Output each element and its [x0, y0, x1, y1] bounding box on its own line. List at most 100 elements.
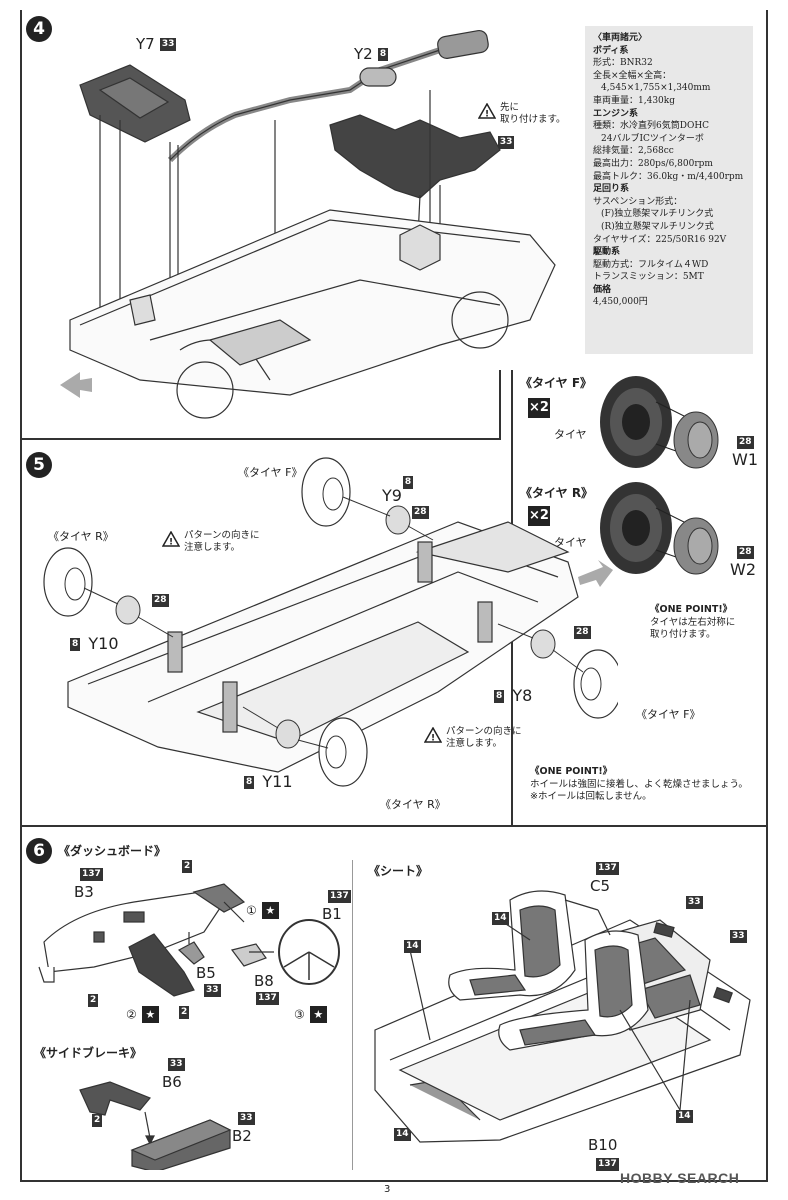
wheel-y10-code: 28	[152, 594, 169, 607]
star-icon: ★	[309, 1006, 327, 1023]
wheel-w2-code: 28	[737, 546, 754, 559]
wheel-w1-label: W1	[732, 450, 758, 469]
specs-line: 最高出力：280ps/6,800rpm	[593, 158, 713, 169]
tire-front-title: 《タイヤ F》	[520, 376, 593, 390]
step5-tire-f-top-label: 《タイヤ F》	[238, 466, 303, 479]
specs-line: 駆動方式：フルタイム４WD	[593, 259, 709, 270]
specs-line: 全長×全幅×全高：	[593, 70, 672, 81]
part-b5-name: B5	[196, 964, 216, 982]
specs-title: 〈車両諸元〉	[593, 33, 648, 43]
specs-line: 24バルブICツインターボ	[601, 133, 704, 144]
seat-illustration	[374, 890, 751, 1143]
step4-right-divider	[499, 370, 501, 440]
specs-section-heading: ボディ系	[593, 45, 629, 56]
step5-tire-r-bottom-label: 《タイヤ R》	[380, 798, 446, 811]
wheel-w2-label: W2	[730, 560, 756, 579]
step5-tire-r-left-label: 《タイヤ R》	[48, 530, 114, 543]
specs-line: 4,545×1,755×1,340mm	[601, 83, 711, 94]
part-b6-label: 33 B6	[162, 1058, 185, 1091]
wheel-y9-code: 28	[412, 506, 429, 519]
specs-line: 車両重量：1,430kg	[593, 95, 675, 106]
svg-text:!: !	[431, 734, 435, 744]
page-number: 3	[384, 1184, 391, 1195]
step-6-badge: 6	[26, 838, 52, 864]
step4-divider	[20, 438, 500, 440]
seat-code-14: 14	[676, 1110, 693, 1123]
specs-line: 形式：BNR32	[593, 58, 653, 69]
svg-text:!: !	[485, 110, 489, 120]
seat-code-33: 33	[730, 930, 747, 943]
right-border	[766, 10, 768, 1182]
vehicle-specs-box: 〈車両諸元〉 ボディ系 形式：BNR32 全長×全幅×全高： 4,545×1,7…	[585, 26, 753, 354]
warning-icon: !	[162, 531, 180, 547]
seat-code-14: 14	[404, 940, 421, 953]
tire-y8	[497, 623, 618, 719]
step5-caution-1: ! パターンの向きに 注意します。	[162, 530, 282, 554]
seat-code-33: 33	[686, 896, 703, 909]
warning-icon: !	[478, 103, 496, 119]
part-y8-label: 8 Y8	[494, 686, 533, 705]
seat-code-14: 14	[394, 1128, 411, 1141]
step6-divider	[352, 860, 353, 1170]
multiplier-rear: ×2	[528, 506, 550, 526]
marker-1: ① ★	[246, 900, 279, 919]
tire-y11	[242, 706, 368, 787]
onepoint-tire-symmetry: 《ONE POINT!》 タイヤは左右対称に 取り付けます。	[650, 604, 736, 640]
specs-line: (R)独立懸架マルチリンク式	[601, 221, 714, 232]
warning-icon: !	[424, 727, 442, 743]
step-4-badge: 4	[26, 16, 52, 42]
onepoint-wheel-glue: 《ONE POINT!》 ホイールは強固に接着し、よく乾燥させましょう。 ※ホイ…	[530, 766, 748, 802]
bottom-border	[20, 1180, 768, 1182]
part-b1-label: 137 B1	[322, 890, 351, 923]
dashboard-code-2: 2	[179, 1006, 190, 1019]
handbrake-code-2: 2	[92, 1114, 103, 1127]
left-border	[20, 10, 22, 1182]
part-b8-shape	[230, 943, 267, 967]
multiplier-front: ×2	[528, 398, 550, 418]
specs-line: (F)独立懸架マルチリンク式	[601, 209, 714, 220]
steering-wheel-shape	[278, 919, 340, 985]
step5-caution-2: ! パターンの向きに 注意します。	[424, 726, 544, 750]
specs-section-heading: 足回り系	[593, 184, 630, 195]
step-5-badge: 5	[26, 452, 52, 478]
part-y11-label: 8 Y11	[244, 772, 293, 791]
seat-code-14: 14	[492, 912, 509, 925]
dashboard-illustration	[38, 883, 340, 997]
dashboard-part-shape	[43, 889, 225, 973]
part-b5-shape	[128, 933, 195, 997]
step4-chassis-illustration	[60, 29, 556, 419]
marker-3: ③ ★	[294, 1004, 327, 1023]
wheel-y8-code: 28	[574, 626, 591, 639]
star-icon: ★	[141, 1006, 159, 1023]
specs-line: トランスミッション：5MT	[593, 272, 704, 283]
seat-title: 《シート》	[368, 864, 429, 878]
handbrake-illustration	[79, 1081, 232, 1170]
specs-section-heading: 駆動系	[593, 247, 621, 258]
step4-caution: ! 先に 取り付けます。	[478, 102, 578, 126]
part-y10-label: 8 Y10	[70, 634, 119, 653]
part-y7-label: Y7 33	[136, 35, 177, 53]
watermark: HOBBY SEARCH	[620, 1170, 740, 1186]
part-b8-name: B8	[254, 972, 274, 990]
specs-line: タイヤサイズ：225/50R16 92V	[593, 234, 727, 245]
specs-line: 種類：水冷直列6気筒DOHC	[593, 121, 710, 132]
part-b8-code: 137	[256, 992, 279, 1005]
svg-text:!: !	[169, 538, 173, 548]
tire-y9	[301, 457, 434, 541]
part-b10-label: B10 137	[588, 1136, 619, 1171]
part-c5-label: 137 C5	[590, 862, 619, 895]
specs-line: 4,450,000円	[593, 297, 648, 308]
tire-front-label: タイヤ	[554, 428, 587, 441]
wheel-w1-code: 28	[737, 436, 754, 449]
part-y4-shape	[329, 114, 501, 199]
tire-rear-illustration	[600, 482, 719, 575]
step5-divider	[20, 825, 768, 827]
handbrake-title: 《サイドブレーキ》	[34, 1046, 143, 1060]
part-b3-label: 137 B3	[74, 868, 103, 901]
dashboard-code-2: 2	[182, 860, 193, 873]
star-icon: ★	[261, 902, 279, 919]
tire-rear-title: 《タイヤ R》	[520, 486, 594, 500]
marker-2: ② ★	[126, 1004, 159, 1023]
tire-front-illustration	[600, 376, 719, 469]
specs-section-heading: エンジン系	[593, 108, 639, 119]
